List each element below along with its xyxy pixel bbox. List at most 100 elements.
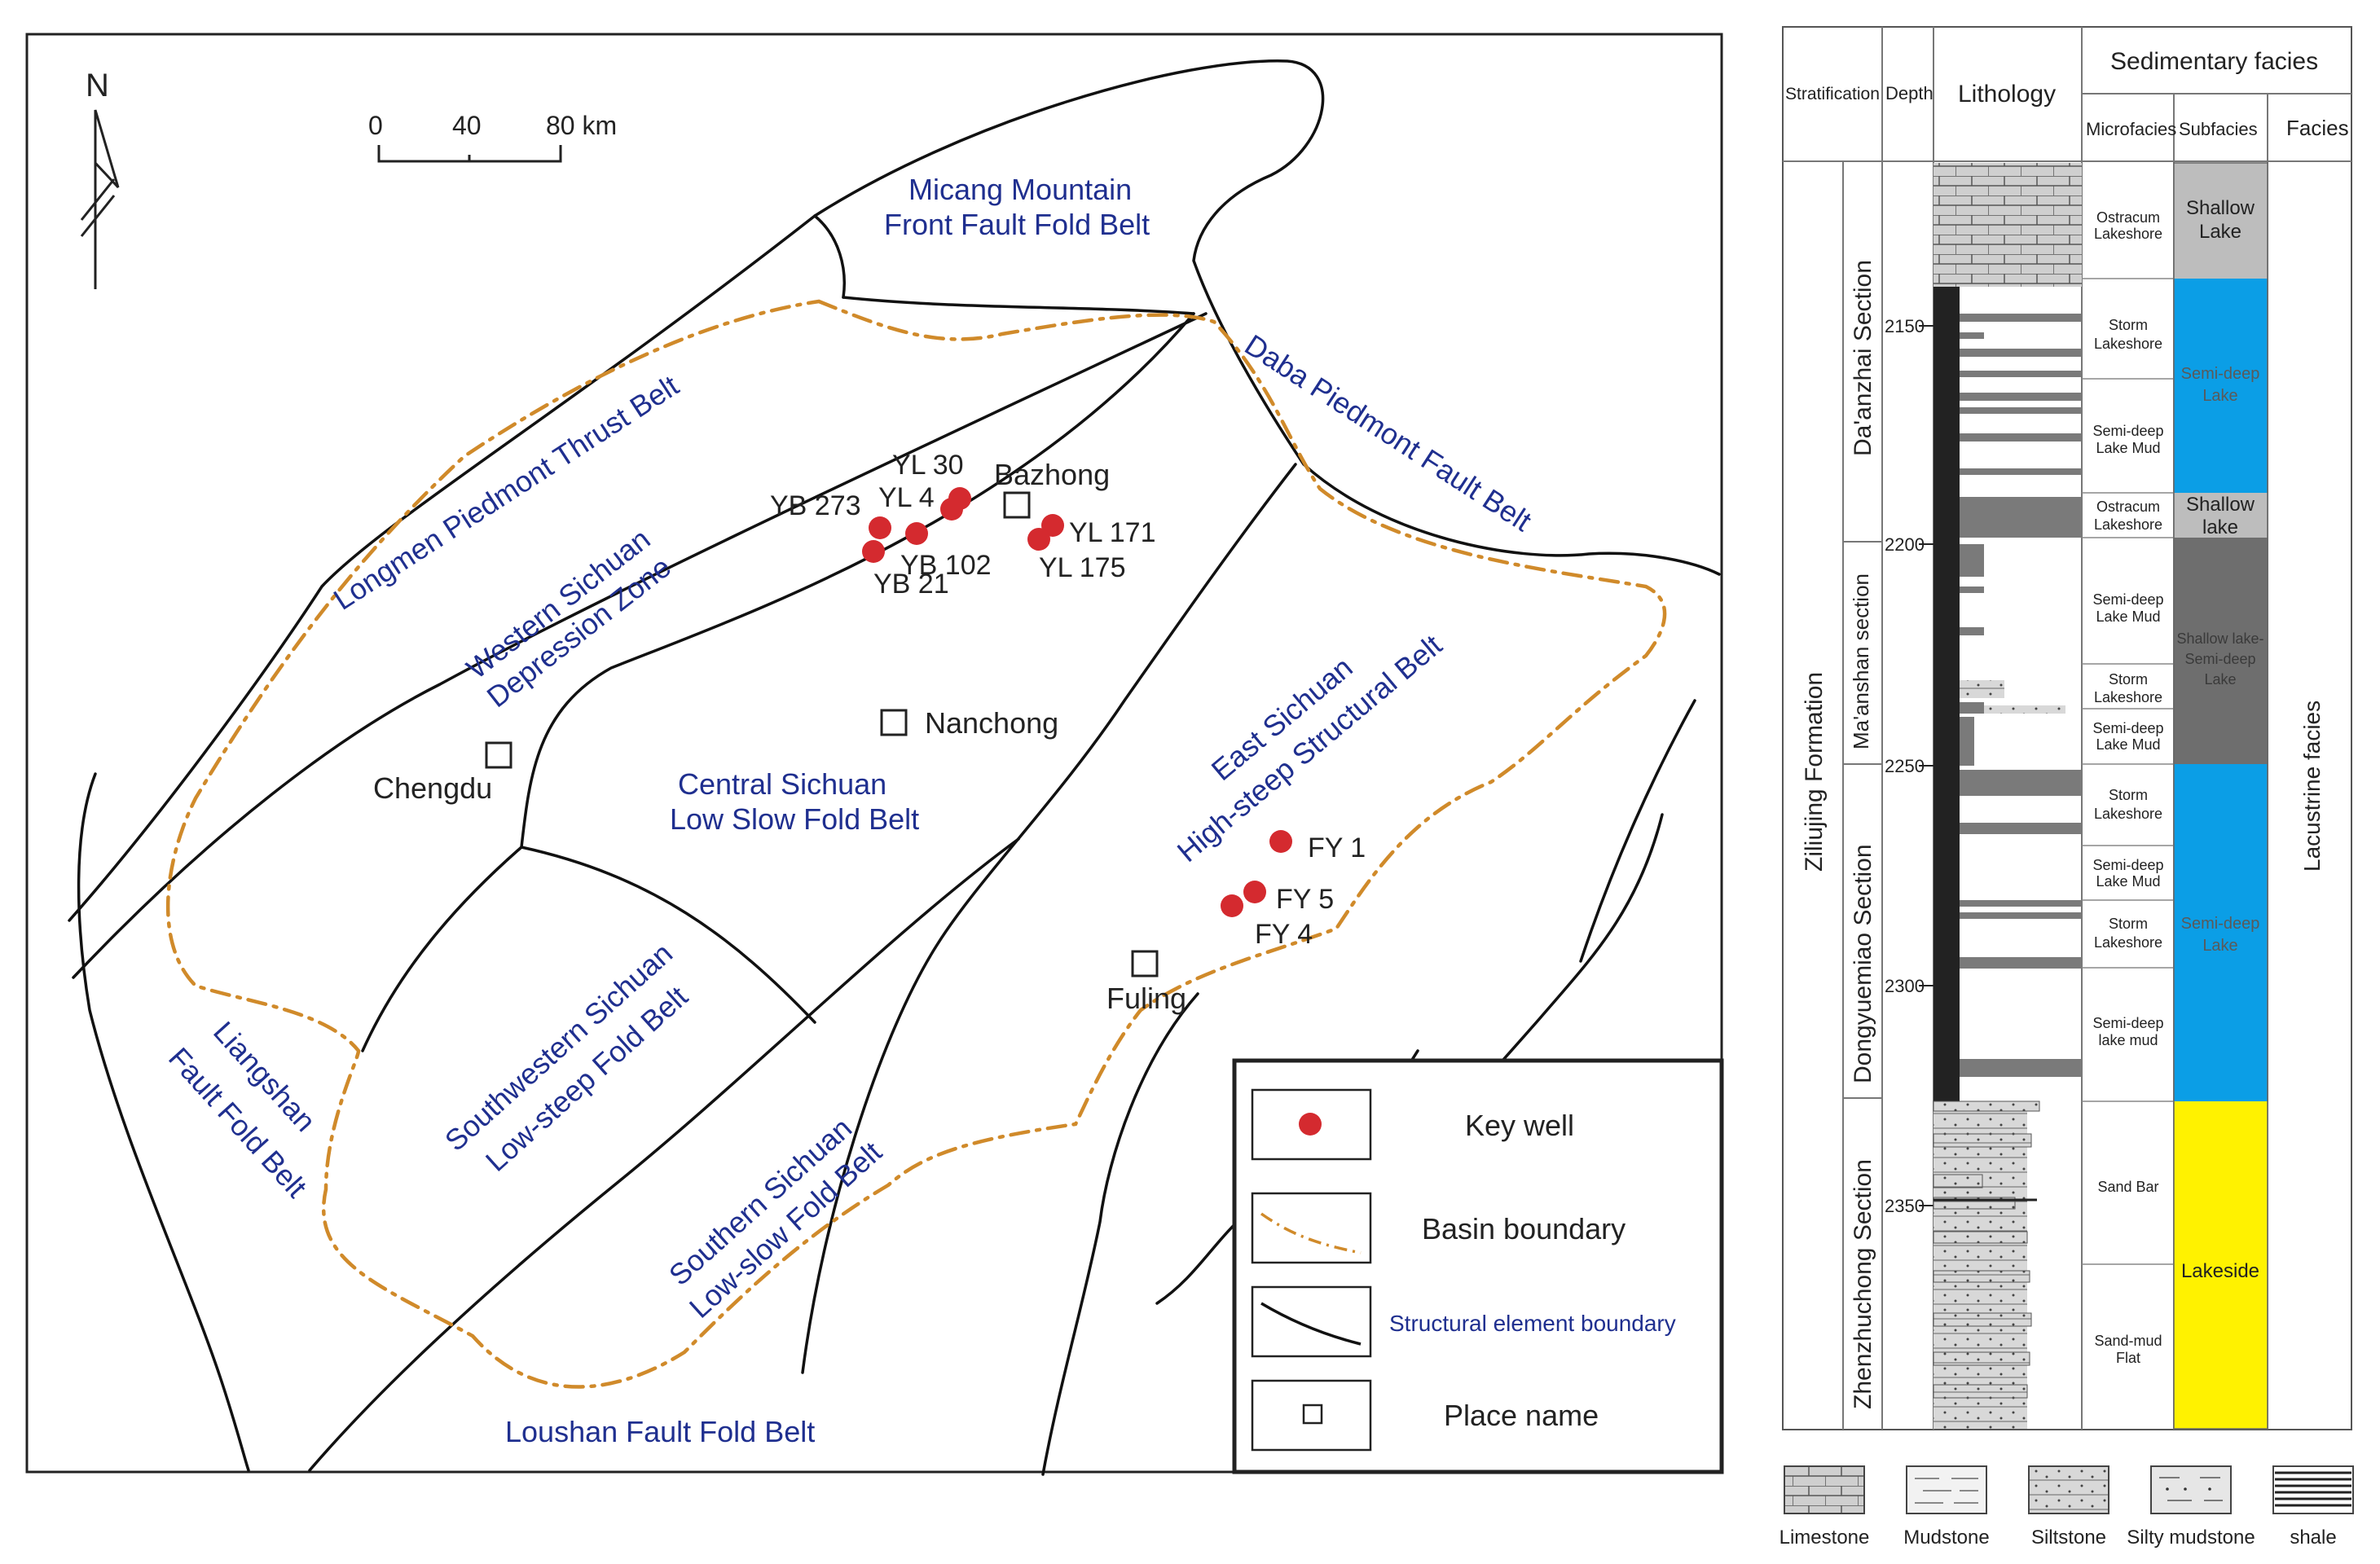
- hdr-facies: Facies: [2286, 116, 2349, 140]
- north-label: N: [86, 68, 109, 103]
- scale-0: 0: [368, 111, 383, 140]
- micro-3b: Lake Mud: [2096, 440, 2160, 456]
- legend-basin-symbol: [1260, 1212, 1362, 1254]
- lith-legend-limestone: Limestone: [1780, 1527, 1870, 1549]
- sub-semideep-2: [2174, 764, 2268, 1101]
- label-fy4: FY 4: [1255, 919, 1313, 950]
- label-yl171: YL 171: [1069, 517, 1156, 548]
- legend-place-name: Place name: [1444, 1399, 1599, 1432]
- sub-6: Lakeside: [2181, 1260, 2259, 1282]
- basin-boundary-line: [165, 299, 1667, 1389]
- east-outer-boundary: [1579, 699, 1696, 963]
- micro-7a: Semi-deep: [2092, 720, 2163, 736]
- sub-shallow-2: [2174, 493, 2268, 538]
- sub-1a: Shallow: [2186, 197, 2255, 219]
- place-marker-chengdu: [485, 741, 513, 769]
- place-bazhong: Bazhong: [994, 458, 1110, 491]
- place-chengdu: Chengdu: [373, 771, 492, 805]
- structural-boundaries: [68, 59, 1721, 1476]
- lith-legend-siltstone-box: [2028, 1465, 2109, 1514]
- lith-legend-siltstone: Siltstone: [2031, 1527, 2106, 1549]
- section-dongyuemiao: Dongyuemiao Section: [1850, 844, 1876, 1083]
- east-east-boundary: [1041, 992, 1199, 1476]
- lith-legend: Limestone Mudstone Siltstone Silty mudst…: [1780, 1465, 2354, 1549]
- section-daanzhai: Da'anzhai Section: [1850, 260, 1876, 456]
- central-south-boundary: [308, 837, 1020, 1472]
- sub-1b: Lake: [2199, 221, 2241, 243]
- central-sw-boundary: [520, 846, 816, 1024]
- place-marker-fuling: [1131, 950, 1159, 978]
- legend-well-symbol: [1299, 1113, 1322, 1136]
- sub-5b: Lake: [2202, 937, 2237, 955]
- depth-2300: 2300: [1885, 976, 1925, 996]
- well-yl4: [940, 498, 963, 521]
- region-micang-2: Front Fault Fold Belt: [884, 208, 1150, 241]
- sub-2a: Semi-deep: [2181, 365, 2260, 383]
- central-east-boundary: [801, 463, 1297, 1374]
- sub-2b: Lake: [2202, 387, 2237, 405]
- hdr-microfacies: Microfacies: [2086, 119, 2176, 139]
- formation-label: Ziliujing Formation: [1801, 672, 1828, 872]
- sub-4b: Semi-deep: [2184, 651, 2255, 667]
- hdr-stratification: Stratification: [1785, 85, 1880, 103]
- micro-13a: Sand-mud: [2094, 1333, 2162, 1349]
- micang-west-boundary: [813, 214, 846, 299]
- micro-9b: Lake Mud: [2096, 873, 2160, 890]
- well-yb273: [869, 516, 891, 539]
- micro-11b: lake mud: [2098, 1032, 2158, 1048]
- micro-11a: Semi-deep: [2092, 1015, 2163, 1031]
- micro-5b: Lake Mud: [2096, 608, 2160, 625]
- micro-12: Sand Bar: [2097, 1179, 2158, 1195]
- liangshan-boundary: [77, 772, 250, 1472]
- region-loushan: Loushan Fault Fold Belt: [505, 1415, 815, 1448]
- hdr-lithology: Lithology: [1958, 81, 2056, 108]
- well-yb21: [862, 540, 885, 563]
- well-fy5: [1243, 881, 1266, 903]
- north-arrow: N: [80, 68, 120, 289]
- label-fy5: FY 5: [1276, 884, 1334, 915]
- sub-semideep-1: [2174, 279, 2268, 493]
- micro-13b: Flat: [2116, 1350, 2140, 1366]
- micro-10b: Lakeshore: [2094, 934, 2162, 951]
- label-yl4: YL 4: [878, 482, 935, 513]
- well-fy1: [1269, 830, 1292, 853]
- lith-legend-silty-box: [2150, 1465, 2232, 1514]
- place-fuling: Fuling: [1106, 982, 1186, 1015]
- micro-2a: Storm: [2109, 317, 2148, 333]
- micro-1b: Lakeshore: [2094, 226, 2162, 242]
- micro-6b: Lakeshore: [2094, 689, 2162, 705]
- lith-sand-bar: [1933, 1101, 2027, 1429]
- micro-2b: Lakeshore: [2094, 336, 2162, 352]
- outer-north-boundary: [68, 59, 1721, 922]
- sub-lakeside: [2174, 1101, 2268, 1429]
- central-west-boundary: [361, 846, 523, 1052]
- label-yb21: YB 21: [873, 569, 949, 600]
- hdr-depth: Depth: [1885, 83, 1933, 103]
- legend-structural-symbol: [1260, 1302, 1362, 1346]
- micro-5a: Semi-deep: [2092, 591, 2163, 608]
- micro-10a: Storm: [2109, 916, 2148, 932]
- micro-8b: Lakeshore: [2094, 806, 2162, 822]
- micang-south-boundary: [842, 296, 1195, 315]
- sub-shallow-1: [2174, 163, 2268, 279]
- legend-structural: Structural element boundary: [1389, 1311, 1676, 1336]
- places: Bazhong Nanchong Chengdu Fuling: [373, 458, 1186, 1015]
- micro-9a: Semi-deep: [2092, 857, 2163, 873]
- sub-5a: Semi-deep: [2181, 915, 2260, 933]
- region-central-2: Low Slow Fold Belt: [670, 802, 919, 836]
- micro-3a: Semi-deep: [2092, 423, 2163, 439]
- depth-2350: 2350: [1885, 1196, 1925, 1216]
- label-yl175: YL 175: [1039, 552, 1126, 583]
- lith-bands: [1960, 314, 2082, 1077]
- label-yl30: YL 30: [892, 450, 964, 481]
- well-yl171: [1041, 514, 1064, 537]
- strat-column: Stratification Depth Lithology Sedimenta…: [1782, 26, 2352, 1430]
- legend-basin-boundary: Basin boundary: [1422, 1212, 1626, 1245]
- lith-legend-limestone-box: [1784, 1465, 1865, 1514]
- region-central-1: Central Sichuan: [678, 767, 886, 801]
- sub-3b: lake: [2202, 516, 2238, 538]
- scale-bar: 0 40 80 km: [368, 111, 617, 163]
- hdr-subfacies: Subfacies: [2179, 119, 2258, 139]
- section-maanshan: Ma'anshan section: [1849, 573, 1873, 749]
